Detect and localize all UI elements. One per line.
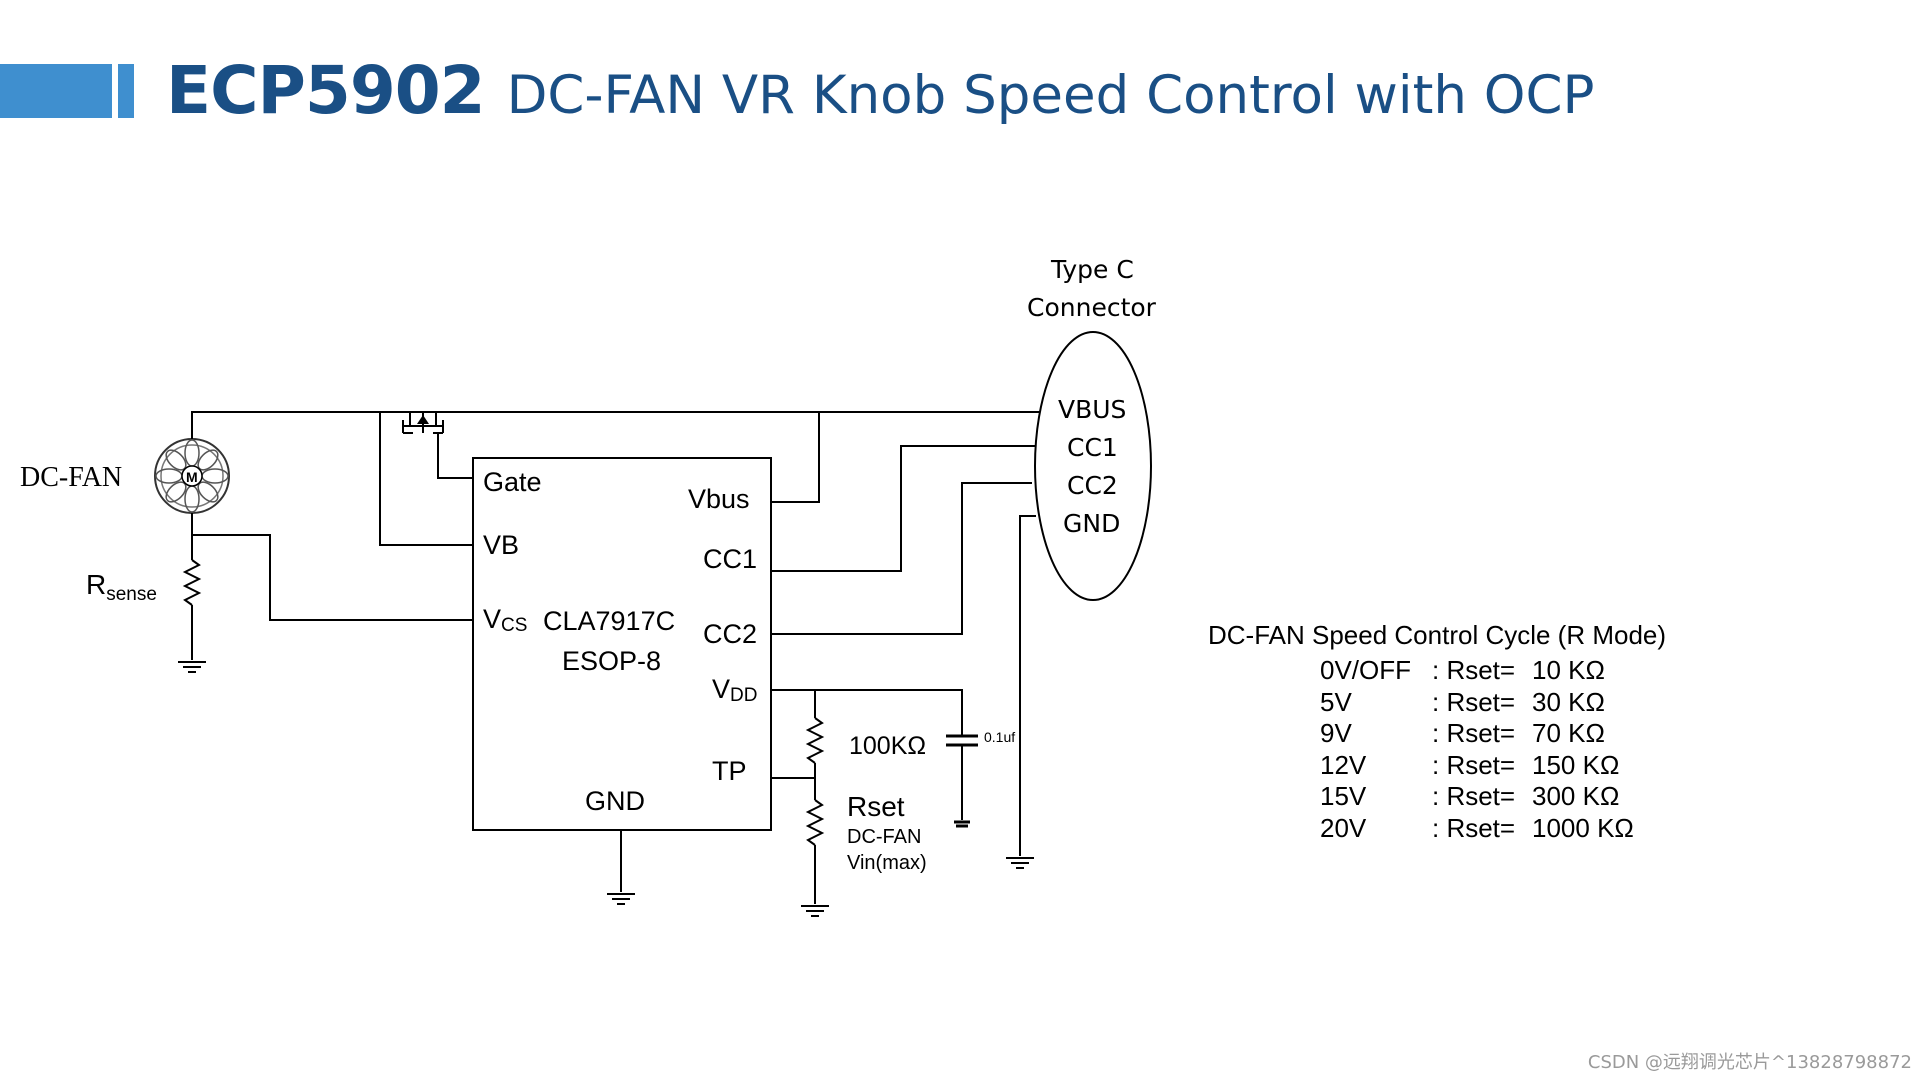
chip-name: CLA7917C	[543, 606, 675, 636]
row-value: 1000 KΩ	[1532, 812, 1634, 843]
pin-cc1: CC1	[703, 544, 757, 574]
table-row: 0V/OFF : Rset= 10 KΩ	[1208, 655, 1666, 687]
row-voltage: 0V/OFF	[1320, 655, 1412, 686]
rsense-label: Rsense	[86, 569, 157, 605]
row-rset: : Rset=	[1432, 718, 1516, 749]
ground-symbol	[801, 905, 829, 917]
rset-label: Rset	[847, 791, 905, 822]
connector-pin-cc1: CC1	[1067, 433, 1118, 462]
ground-symbol	[1006, 857, 1034, 869]
row-voltage: 5V	[1320, 686, 1352, 717]
row-voltage: 20V	[1320, 812, 1367, 843]
accent-block-large	[0, 64, 112, 118]
table-row: 20V : Rset= 1000 KΩ	[1208, 813, 1666, 845]
row-value: 300 KΩ	[1532, 781, 1620, 812]
wire-top-rail	[191, 411, 1040, 439]
page-subtitle: DC-FAN VR Knob Speed Control with OCP	[506, 65, 1595, 126]
pin-tp: TP	[712, 756, 747, 786]
pin-gate: Gate	[483, 467, 542, 497]
row-rset: : Rset=	[1432, 655, 1516, 686]
row-value: 10 KΩ	[1532, 655, 1605, 686]
fan-icon: M	[154, 438, 230, 514]
pin-vbus: Vbus	[688, 484, 750, 514]
ground-symbol	[607, 893, 635, 905]
resistor-rset	[805, 799, 825, 846]
part-number: ECP5902	[166, 52, 486, 129]
pin-vb: VB	[483, 530, 519, 560]
wire-cc1	[771, 445, 1036, 572]
wire-gate	[437, 433, 473, 479]
row-value: 30 KΩ	[1532, 686, 1605, 717]
row-voltage: 15V	[1320, 781, 1367, 812]
row-rset: : Rset=	[1432, 749, 1516, 780]
row-value: 70 KΩ	[1532, 718, 1605, 749]
pin-vcs: VCS	[483, 604, 527, 636]
wire-vbus	[771, 412, 820, 503]
pin-vdd: VDD	[712, 674, 757, 706]
ground-symbol	[178, 661, 206, 673]
rset-note-line2: Vin(max)	[847, 852, 927, 874]
wire-vcs	[192, 534, 473, 621]
table-row: 12V : Rset= 150 KΩ	[1208, 750, 1666, 782]
resistor-rsense	[182, 559, 202, 606]
resistor-100k-label: 100KΩ	[849, 732, 926, 760]
connector-title-line1: Type C	[1050, 255, 1134, 284]
rset-note-line1: DC-FAN	[847, 826, 921, 848]
capacitor-symbol	[946, 724, 978, 828]
wire-vb	[379, 412, 473, 546]
pin-gnd: GND	[585, 786, 645, 816]
chip-package: ESOP-8	[562, 646, 661, 676]
connector-outline	[1034, 331, 1152, 601]
speed-control-table: DC-FAN Speed Control Cycle (R Mode) 0V/O…	[1208, 620, 1666, 844]
connector-pin-vbus: VBUS	[1058, 395, 1126, 424]
row-value: 150 KΩ	[1532, 749, 1620, 780]
row-rset: : Rset=	[1432, 686, 1516, 717]
wire-cc2	[771, 482, 1032, 635]
wire-vdd	[771, 689, 963, 724]
watermark: CSDN @远翔调光芯片^13828798872	[1587, 1052, 1912, 1073]
connector-title-line2: Connector	[1027, 293, 1157, 322]
resistor-100k	[805, 717, 825, 764]
row-rset: : Rset=	[1432, 781, 1516, 812]
row-rset: : Rset=	[1432, 812, 1516, 843]
accent-block-small	[118, 64, 134, 118]
row-voltage: 9V	[1320, 718, 1352, 749]
title-accent-bar	[0, 64, 134, 118]
fan-label: DC-FAN	[20, 462, 122, 493]
connector-pin-gnd: GND	[1063, 509, 1120, 538]
row-voltage: 12V	[1320, 749, 1367, 780]
capacitor-label: 0.1uf	[984, 729, 1015, 745]
pin-cc2: CC2	[703, 619, 757, 649]
table-heading: DC-FAN Speed Control Cycle (R Mode)	[1208, 620, 1667, 650]
wire-connector-gnd	[1019, 515, 1036, 856]
table-row: 5V : Rset= 30 KΩ	[1208, 687, 1666, 719]
page-title: ECP5902 DC-FAN VR Knob Speed Control wit…	[166, 52, 1595, 132]
mosfet-symbol	[402, 412, 444, 434]
connector-pin-cc2: CC2	[1067, 471, 1118, 500]
motor-symbol: M	[186, 469, 198, 485]
table-row: 9V : Rset= 70 KΩ	[1208, 718, 1666, 750]
table-row: 15V : Rset= 300 KΩ	[1208, 781, 1666, 813]
